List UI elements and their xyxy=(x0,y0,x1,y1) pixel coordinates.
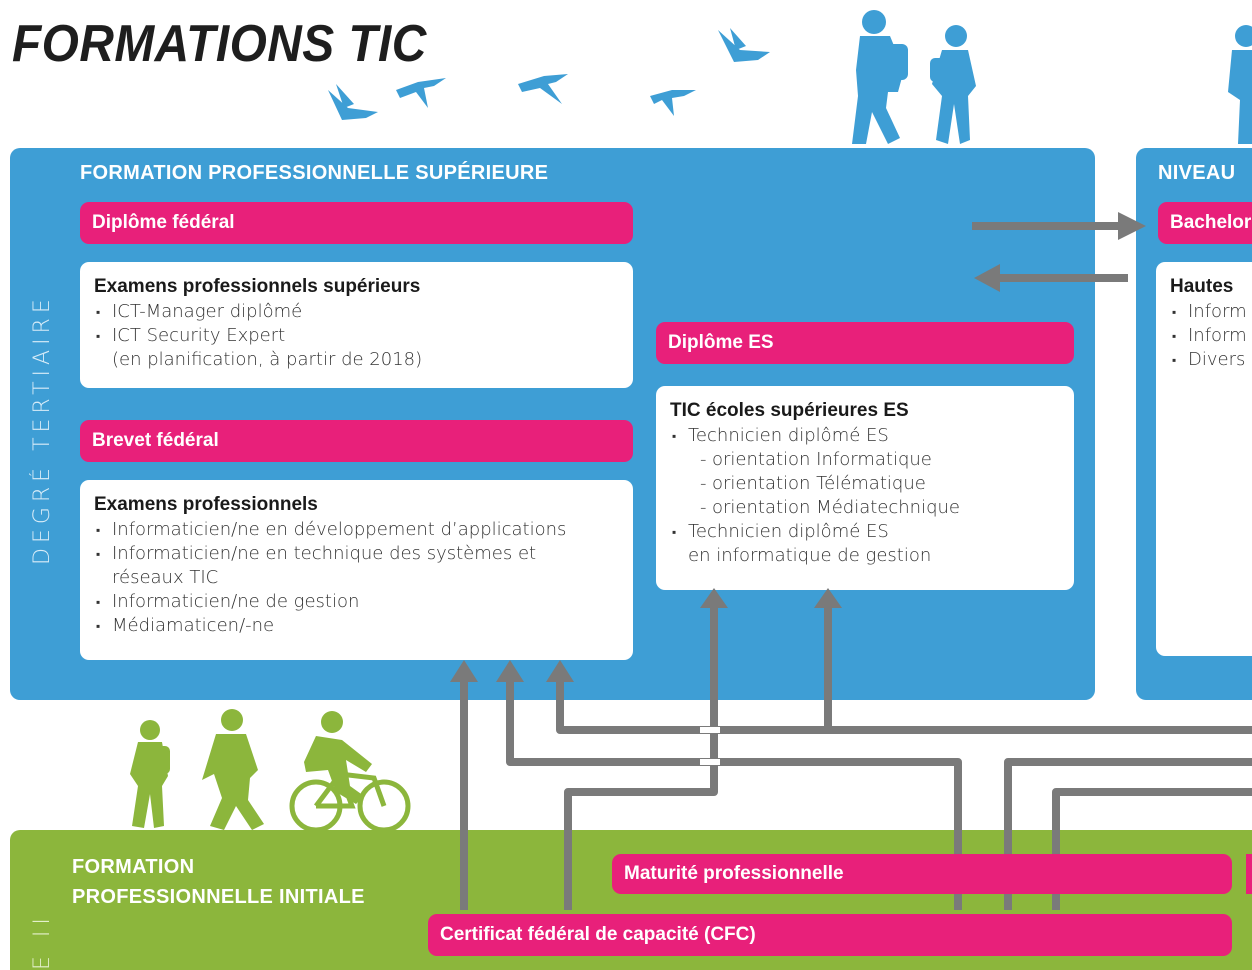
list-item: Informaticien/ne de gestion xyxy=(94,590,619,614)
bicycle-icon xyxy=(289,771,411,832)
walker-icon xyxy=(1228,25,1252,144)
list-item: Inform xyxy=(1170,324,1252,348)
list-sub-item: orientation Informatique xyxy=(670,448,1060,472)
exam-superior-box: Examens professionnels supérieurs ICT-Ma… xyxy=(80,262,633,388)
page-title: FORMATIONS TIC xyxy=(12,15,427,73)
list-item: ICT Security Expert xyxy=(94,324,619,348)
es-title: TIC écoles supérieures ES xyxy=(670,400,909,421)
walker-icon xyxy=(852,10,908,144)
exam-pro-title: Examens professionnels xyxy=(94,494,318,515)
cyclist-icon xyxy=(304,711,372,804)
list-item: ICT-Manager diplômé xyxy=(94,300,619,324)
bird-icon xyxy=(718,28,770,62)
initial-heading-line1: FORMATION xyxy=(72,856,195,878)
bachelor-pill: Bachelor xyxy=(1158,202,1252,244)
student-walker-icon xyxy=(130,720,170,828)
exam-superior-title: Examens professionnels supérieurs xyxy=(94,276,421,297)
list-item: Médiamaticen/-ne xyxy=(94,614,619,638)
level-heading: NIVEAU xyxy=(1158,162,1236,184)
arrow-up xyxy=(506,678,962,910)
top-illustration xyxy=(328,10,1252,144)
brevet-federal-pill: Brevet fédéral xyxy=(80,420,633,462)
green-illustration xyxy=(130,709,411,832)
list-item: Divers xyxy=(1170,348,1252,372)
list-sub-item: orientation Médiatechnique xyxy=(670,496,1060,520)
list-item: Informaticien/ne en développement d’appl… xyxy=(94,518,619,542)
list-item: Informaticien/ne en technique des systèm… xyxy=(94,542,619,566)
es-box: TIC écoles supérieures ES Technicien dip… xyxy=(656,386,1074,590)
arrow-up xyxy=(564,604,718,910)
diplome-es-pill: Diplôme ES xyxy=(656,322,1074,364)
list-item-cont: réseaux TIC xyxy=(112,567,219,588)
walker-icon xyxy=(202,709,264,830)
higher-vocational-heading: FORMATION PROFESSIONNELLE SUPÉRIEURE xyxy=(80,162,549,184)
list-item: Technicien diplômé ES xyxy=(670,520,1060,544)
list-item: Inform xyxy=(1170,300,1252,324)
list-sub-item: orientation Télématique xyxy=(670,472,1060,496)
hautes-title: Hautes xyxy=(1170,276,1234,297)
arrow-up xyxy=(556,678,1252,734)
bird-icon xyxy=(328,84,378,120)
list-item: Technicien diplômé ES xyxy=(670,424,1060,448)
bird-icon xyxy=(396,78,446,108)
walker-icon xyxy=(930,25,976,144)
hautes-ecoles-box: Hautes Inform Inform Divers xyxy=(1156,262,1252,656)
bird-icon xyxy=(650,90,696,116)
list-item-note: (en planification, à partir de 2018) xyxy=(112,349,423,370)
initial-vocational-heading: FORMATION PROFESSIONNELLE INITIALE xyxy=(72,852,365,912)
bird-icon xyxy=(518,74,568,104)
maturite-pill: Maturité professionnelle xyxy=(612,854,1232,894)
maturite-pill-edge xyxy=(1246,854,1252,894)
cfc-pill: Certificat fédéral de capacité (CFC) xyxy=(428,914,1232,956)
list-item-cont: en informatique de gestion xyxy=(688,545,932,566)
initial-heading-line2: PROFESSIONNELLE INITIALE xyxy=(72,886,365,908)
exam-pro-box: Examens professionnels Informaticien/ne … xyxy=(80,480,633,660)
diplome-federal-pill: Diplôme fédéral xyxy=(80,202,633,244)
